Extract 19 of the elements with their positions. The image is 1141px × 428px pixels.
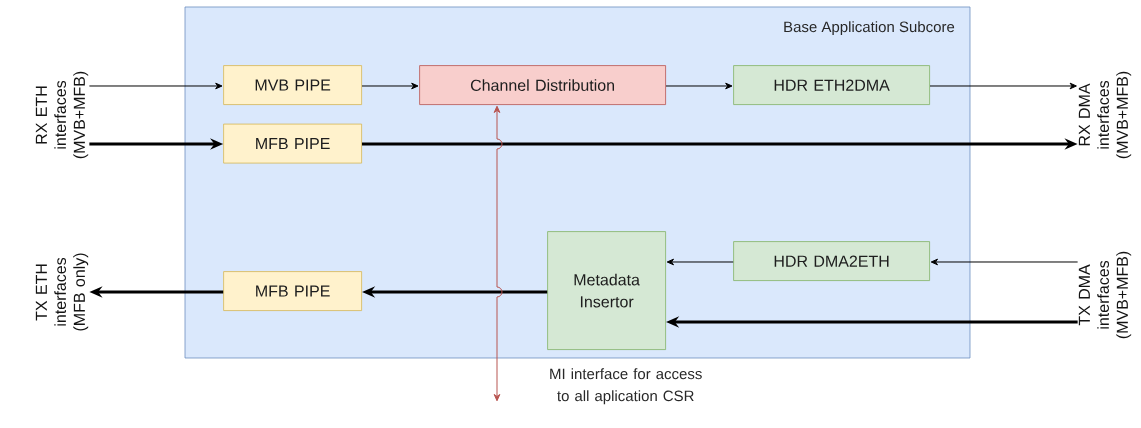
arrow bbox=[930, 258, 1079, 266]
note-text: MI interface for access to all aplication CSR bbox=[550, 368, 702, 405]
block-box: HDR DMA2ETH bbox=[733, 241, 930, 281]
block-box: Channel Distribution bbox=[419, 65, 666, 105]
interface-label: RX DMA interfaces (MVB+MFB) bbox=[1078, 71, 1132, 159]
block-box: MFB PIPE bbox=[223, 123, 362, 164]
block-box: MVB PIPE bbox=[223, 65, 362, 105]
interface-label: TX ETH interfaces (MFB only) bbox=[35, 253, 89, 331]
block-box: HDR ETH2DMA bbox=[733, 65, 930, 105]
arrow bbox=[665, 82, 733, 90]
interface-label: RX ETH interfaces (MVB+MFB) bbox=[35, 71, 89, 159]
arrow bbox=[493, 105, 503, 402]
block-box: Metadata Insertor bbox=[547, 231, 666, 350]
arrow bbox=[666, 258, 734, 266]
arrow bbox=[929, 82, 1077, 90]
arrow bbox=[361, 82, 419, 90]
arrow bbox=[88, 82, 223, 90]
block-box: MFB PIPE bbox=[223, 271, 362, 311]
interface-label: TX DMA interfaces (MVB+MFB) bbox=[1078, 251, 1132, 339]
